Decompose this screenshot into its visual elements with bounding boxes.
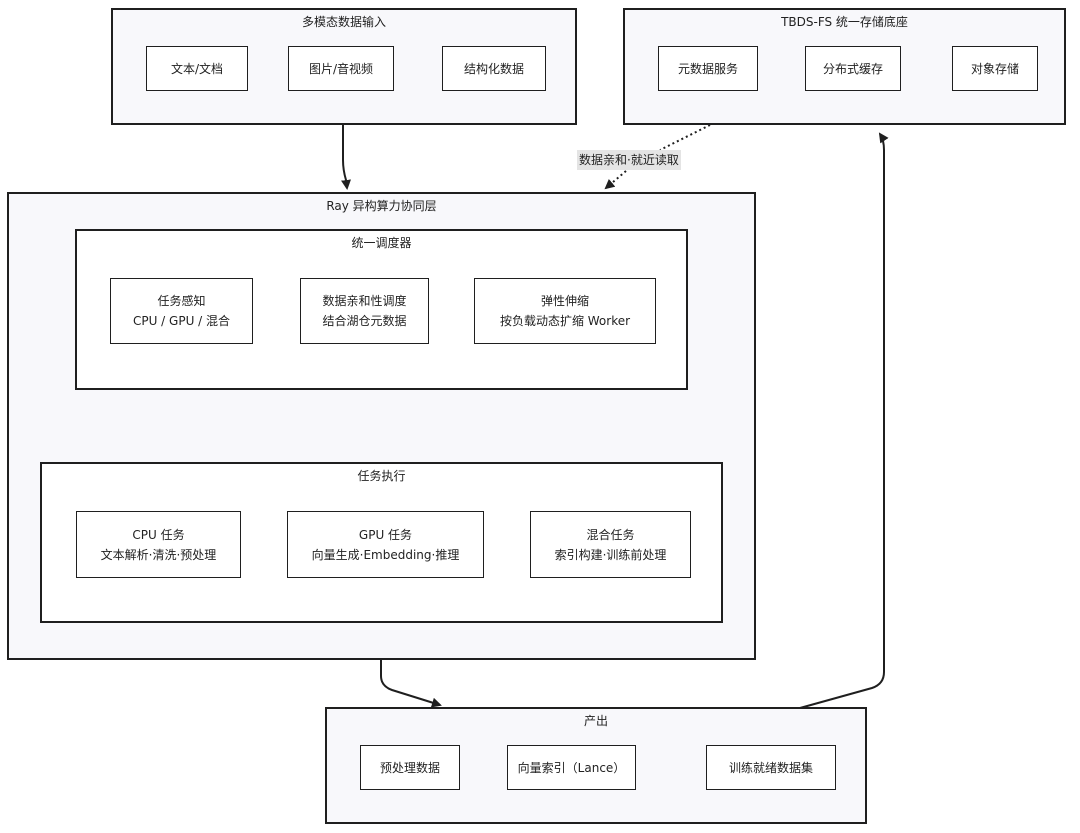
- execution-node-cpu: CPU 任务 文本解析·清洗·预处理: [76, 511, 241, 578]
- output-node-preprocessed: 预处理数据: [360, 745, 460, 790]
- input-node-structured-label: 结构化数据: [463, 61, 524, 76]
- storage-node-cache: 分布式缓存: [805, 46, 901, 91]
- scheduler-node-affinity: 数据亲和性调度 结合湖仓元数据: [300, 278, 429, 344]
- output-node-preprocessed-label: 预处理数据: [379, 760, 440, 775]
- output-node-vector-index: 向量索引（Lance）: [507, 745, 636, 790]
- edge-input-to-ray: [341, 125, 351, 190]
- edge-label-data-affinity: 数据亲和·就近读取: [577, 150, 681, 170]
- storage-group: TBDS-FS 统一存储底座 元数据服务 分布式缓存 对象存储: [623, 8, 1066, 125]
- scheduler-node-task-aware: 任务感知 CPU / GPU / 混合: [110, 278, 253, 344]
- output-node-training-dataset: 训练就绪数据集: [706, 745, 836, 790]
- execution-node-gpu: GPU 任务 向量生成·Embedding·推理: [287, 511, 484, 578]
- storage-title: TBDS-FS 统一存储底座: [781, 15, 908, 29]
- input-node-structured: 结构化数据: [442, 46, 546, 91]
- edge-storage-to-ray-2: [604, 170, 627, 190]
- input-node-text: 文本/文档: [146, 46, 248, 91]
- scheduler-node-task-aware-line2: CPU / GPU / 混合: [132, 314, 231, 328]
- scheduler-node-autoscale: 弹性伸缩 按负载动态扩缩 Worker: [474, 278, 656, 344]
- execution-node-hybrid-line2: 索引构建·训练前处理: [554, 547, 667, 562]
- scheduler-node-affinity-line2: 结合湖仓元数据: [322, 314, 407, 328]
- input-group: 多模态数据输入 文本/文档 图片/音视频 结构化数据: [111, 8, 577, 125]
- scheduler-group: 统一调度器 任务感知 CPU / GPU / 混合 数据亲和性调度 结合湖仓元数…: [75, 229, 688, 390]
- scheduler-node-affinity-line1: 数据亲和性调度: [322, 294, 407, 308]
- input-node-text-label: 文本/文档: [170, 61, 224, 76]
- edge-ray-to-output: [380, 660, 442, 708]
- input-node-media-label: 图片/音视频: [308, 61, 374, 76]
- input-title: 多模态数据输入: [301, 15, 386, 29]
- execution-node-hybrid: 混合任务 索引构建·训练前处理: [530, 511, 691, 578]
- storage-node-object-label: 对象存储: [970, 61, 1019, 76]
- scheduler-title: 统一调度器: [351, 236, 412, 250]
- storage-node-object: 对象存储: [952, 46, 1038, 91]
- execution-node-gpu-line1: GPU 任务: [358, 527, 413, 542]
- scheduler-node-task-aware-line1: 任务感知: [157, 294, 206, 308]
- scheduler-node-autoscale-line2: 按负载动态扩缩 Worker: [499, 314, 631, 328]
- edge-storage-to-ray: [659, 124, 711, 151]
- output-group: 产出 预处理数据 向量索引（Lance） 训练就绪数据集: [325, 707, 867, 824]
- edge-output-to-storage: [799, 132, 889, 709]
- storage-node-cache-label: 分布式缓存: [822, 61, 883, 76]
- output-node-training-dataset-label: 训练就绪数据集: [728, 760, 813, 775]
- execution-group: 任务执行 CPU 任务 文本解析·清洗·预处理 GPU 任务 向量生成·Embe…: [40, 462, 723, 623]
- execution-title: 任务执行: [357, 469, 406, 483]
- execution-node-cpu-line2: 文本解析·清洗·预处理: [100, 547, 217, 562]
- storage-node-metadata-label: 元数据服务: [677, 61, 738, 76]
- execution-node-gpu-line2: 向量生成·Embedding·推理: [311, 547, 460, 562]
- storage-node-metadata: 元数据服务: [658, 46, 758, 91]
- execution-node-hybrid-line1: 混合任务: [586, 527, 635, 542]
- output-title: 产出: [583, 714, 608, 728]
- execution-node-cpu-line1: CPU 任务: [132, 527, 185, 542]
- scheduler-node-autoscale-line1: 弹性伸缩: [540, 294, 589, 308]
- output-node-vector-index-label: 向量索引（Lance）: [517, 760, 626, 775]
- input-node-media: 图片/音视频: [288, 46, 394, 91]
- ray-title: Ray 异构算力协同层: [326, 199, 437, 213]
